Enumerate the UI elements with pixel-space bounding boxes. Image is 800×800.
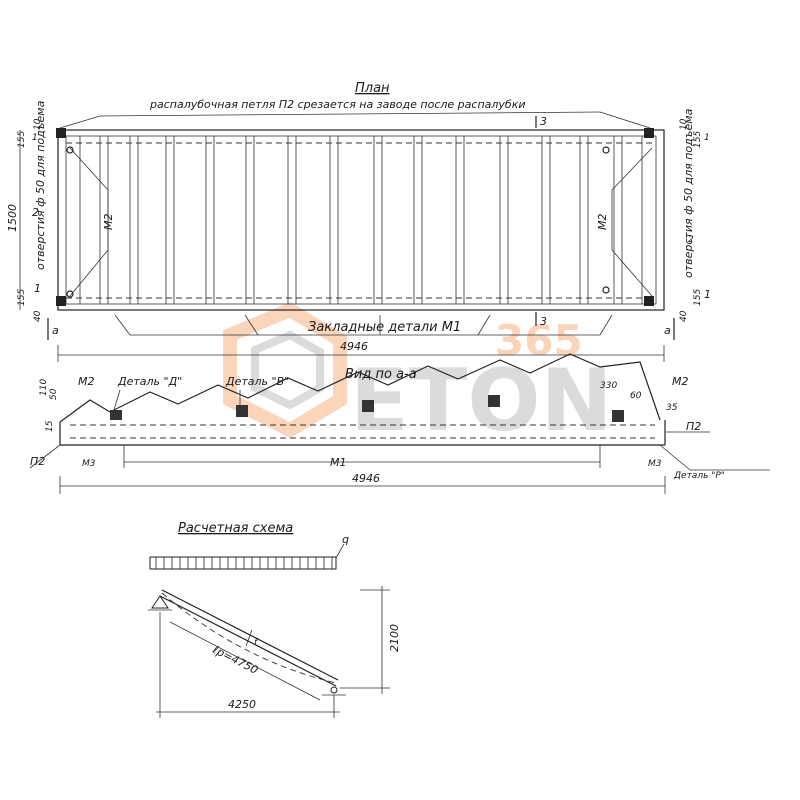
detail-d-leader <box>113 389 121 411</box>
sec-3-bot: 3 <box>540 315 547 328</box>
plan-left-diagonal <box>69 147 109 297</box>
support-right-icon <box>330 686 338 694</box>
plan-note: распалубочная петля П2 срезается на заво… <box>149 98 526 111</box>
plan-dim-155-tr: 155 <box>693 131 703 148</box>
plan-right-diagonal <box>611 147 653 297</box>
plan-height-dim: 1500 <box>6 204 19 232</box>
section-detail-v: Деталь "В" <box>225 375 289 388</box>
loop-bl-icon <box>56 296 66 306</box>
section-title: Вид по а-а <box>345 367 417 382</box>
section-detail-d: Деталь "Д" <box>117 375 182 388</box>
plan-dim-155-br: 155 <box>693 289 703 306</box>
section-sawtooth <box>59 353 661 423</box>
section-dim-110: 110 <box>39 379 49 396</box>
section-detail-r: Деталь "Р" <box>673 471 725 481</box>
hole-bl-icon <box>66 290 74 298</box>
deflection-arrow <box>245 629 253 647</box>
plan-sec-1-right-top: 1 <box>704 133 710 143</box>
watermark-brand: ETON <box>350 351 613 451</box>
load-hatch <box>155 557 333 569</box>
plan-sec-1-left-bot: 1 <box>34 282 41 295</box>
detail-r-leader <box>659 444 691 471</box>
scheme-span: ℓр=4750 <box>210 643 260 677</box>
cut-a-right: а <box>664 324 671 337</box>
scheme-height: 2100 <box>388 624 401 652</box>
load-band <box>149 556 337 570</box>
section-dim-330: 330 <box>600 381 617 391</box>
plan-hole-left: отверстия ф 50 для подъема <box>34 100 47 270</box>
embedded-leader-2 <box>244 314 259 336</box>
plan-dim-155-tl: 155 <box>17 131 27 148</box>
plan-dim-10-tl: 10 <box>33 118 43 130</box>
plan-sec-1-right-bot: 1 <box>704 288 711 301</box>
plan-outline <box>57 129 665 311</box>
plan-embedded-label: Закладные детали М1 <box>308 320 461 335</box>
plan-view: План распалубочная петля П2 срезается на… <box>6 81 711 362</box>
plan-m2-right: М2 <box>596 214 609 231</box>
section-m1: М1 <box>330 456 347 469</box>
plan-steps <box>99 136 623 304</box>
hole-tr-icon <box>602 146 610 154</box>
scheme-deflection-curve <box>161 592 337 684</box>
plan-hole-right: отверстия ф 50 для подъема <box>682 108 695 278</box>
section-dim-60: 60 <box>630 391 642 401</box>
section-width-dim: 4946 <box>352 472 380 485</box>
plan-dim-10-tr: 10 <box>679 118 689 130</box>
section-m2-left: М2 <box>78 375 95 388</box>
plan-dim-40-br: 40 <box>679 310 689 322</box>
plan-note-leader <box>59 115 101 129</box>
scheme-title: Расчетная схема <box>178 521 293 536</box>
cut-a-left: а <box>52 324 59 337</box>
section-p2-right: П2 <box>686 420 701 433</box>
p2-left-leader <box>29 444 61 469</box>
watermark: ETON 365 <box>223 302 613 451</box>
loop-tl-icon <box>56 128 66 138</box>
embedded-leader-4 <box>477 314 491 336</box>
section-m3-left: М3 <box>82 459 96 469</box>
section-m2-right: М2 <box>672 375 689 388</box>
loop-br-icon <box>644 296 654 306</box>
scheme-base: 4250 <box>228 698 256 711</box>
plan-inner-outline <box>65 135 657 305</box>
section-m3-right: М3 <box>648 459 662 469</box>
plan-note-underline <box>99 111 601 117</box>
section-dim-50: 50 <box>49 388 59 400</box>
support-left-icon <box>151 595 169 609</box>
plan-sec-1-left-top: 1 <box>32 133 38 143</box>
plan-dim-155-bl: 155 <box>17 289 27 306</box>
sec-3-top: 3 <box>540 115 547 128</box>
section-dim-35: 35 <box>666 403 678 413</box>
section-dim-15: 15 <box>45 420 55 432</box>
section-view: Вид по а-а М2 Деталь "Д" Деталь "В" 110 … <box>29 353 770 494</box>
plan-sec-2-right: 2 <box>688 235 694 245</box>
loop-tr-icon <box>644 128 654 138</box>
plan-dim-40-bl: 40 <box>33 310 43 322</box>
plan-m2-left: М2 <box>102 214 115 231</box>
section-plates <box>110 395 624 422</box>
watermark-number: 365 <box>495 316 583 365</box>
hole-tl-icon <box>66 146 74 154</box>
scheme-deflection: f <box>254 638 259 648</box>
span-dimline <box>169 621 321 701</box>
calc-scheme: Расчетная схема q f <box>148 521 401 718</box>
hole-br-icon <box>602 286 610 294</box>
plan-sec-2-left: 2 <box>32 206 39 219</box>
plan-width-dim: 4946 <box>340 340 368 353</box>
embedded-leader <box>114 314 613 336</box>
scheme-load: q <box>342 533 349 546</box>
plan-note-leader-right <box>599 111 651 129</box>
load-leader <box>335 543 345 559</box>
plan-title: План <box>355 81 390 96</box>
